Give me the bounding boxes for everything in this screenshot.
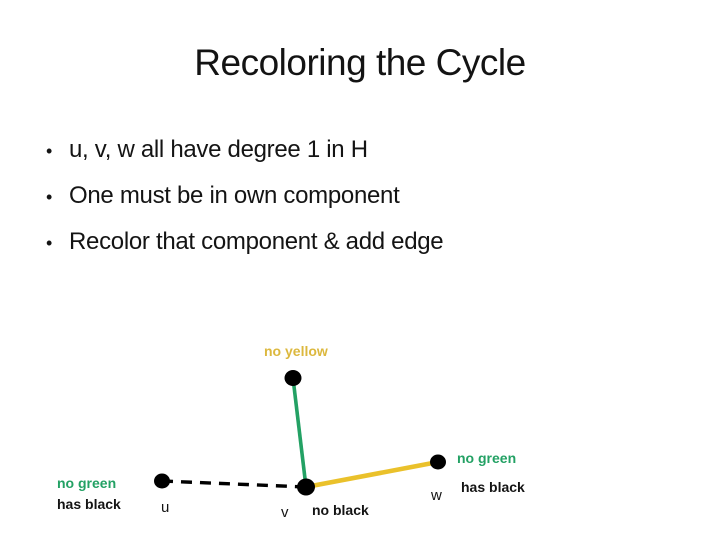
- label-no-green-left: no green: [57, 475, 117, 491]
- label-has-black-left: has black: [57, 496, 121, 512]
- bullet-marker: •: [46, 141, 53, 161]
- node-w: [430, 454, 446, 470]
- slide-title: Recoloring the Cycle: [194, 42, 526, 83]
- label-no-yellow: no yellow: [264, 343, 328, 359]
- bullet-text: One must be in own component: [69, 182, 400, 209]
- bullet-item: • One must be in own component: [46, 173, 666, 219]
- node-top: [284, 370, 302, 386]
- label-node-v: v: [281, 504, 289, 521]
- label-node-u: u: [161, 499, 170, 516]
- bullet-marker: •: [46, 187, 53, 207]
- bullet-text: Recolor that component & add edge: [69, 228, 444, 255]
- bullet-text: u, v, w all have degree 1 in H: [69, 136, 368, 163]
- node-u: [154, 473, 170, 489]
- edge-v-w: [305, 459, 439, 490]
- label-no-green-right: no green: [457, 450, 517, 466]
- bullet-list: • u, v, w all have degree 1 in H • One m…: [46, 127, 666, 265]
- bullet-item: • u, v, w all have degree 1 in H: [46, 127, 666, 173]
- label-has-black-right: has black: [461, 479, 525, 495]
- node-v: [297, 478, 315, 496]
- edge-top-v: [291, 377, 308, 488]
- edge-u-v: [161, 479, 307, 489]
- label-no-black: no black: [312, 502, 369, 518]
- label-node-w: w: [431, 487, 442, 504]
- bullet-marker: •: [46, 233, 53, 253]
- bullet-item: • Recolor that component & add edge: [46, 219, 666, 265]
